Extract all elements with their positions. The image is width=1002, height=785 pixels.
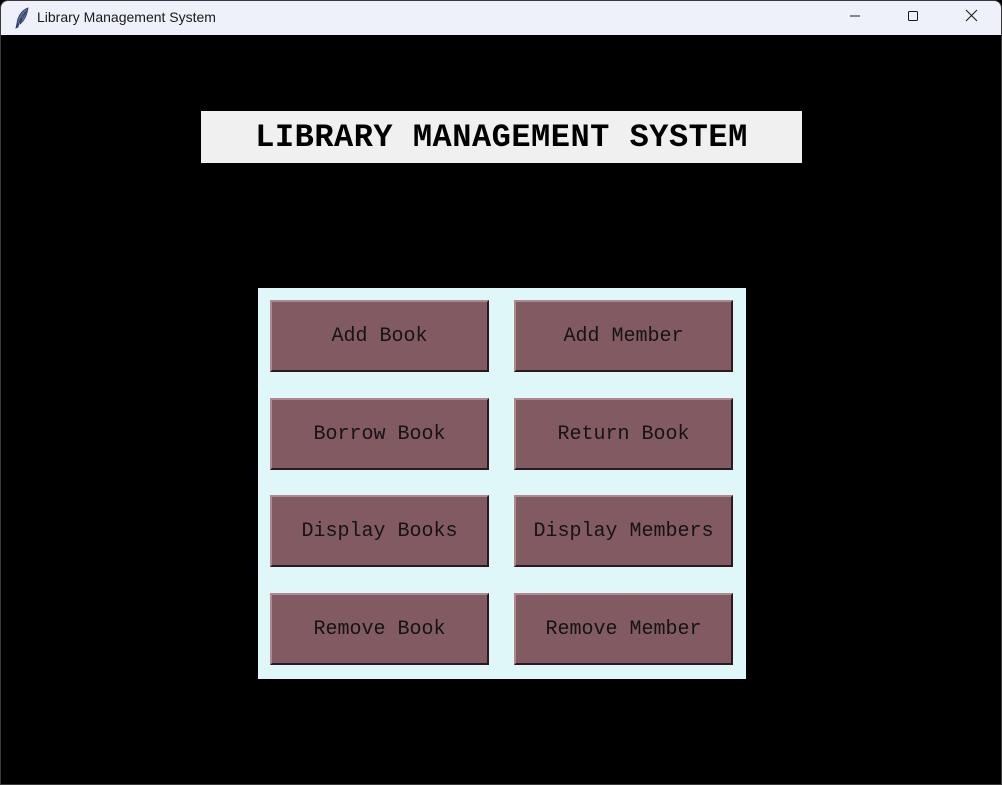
remove-member-button[interactable]: Remove Member <box>514 593 733 665</box>
maximize-button[interactable] <box>884 1 942 35</box>
borrow-book-button[interactable]: Borrow Book <box>270 398 489 470</box>
return-book-button[interactable]: Return Book <box>514 398 733 470</box>
close-icon <box>965 9 978 27</box>
feather-icon <box>13 7 31 29</box>
minimize-button[interactable] <box>826 1 884 35</box>
minimize-icon <box>849 9 861 27</box>
close-button[interactable] <box>942 1 1000 35</box>
display-books-button[interactable]: Display Books <box>270 495 489 567</box>
page-title: LIBRARY MANAGEMENT SYSTEM <box>201 111 802 163</box>
add-member-button[interactable]: Add Member <box>514 300 733 372</box>
display-members-button[interactable]: Display Members <box>514 495 733 567</box>
remove-book-button[interactable]: Remove Book <box>270 593 489 665</box>
title-bar[interactable]: Library Management System <box>1 1 1001 35</box>
window-title: Library Management System <box>37 9 216 25</box>
menu-panel: Add Book Add Member Borrow Book Return B… <box>258 288 746 679</box>
maximize-icon <box>907 9 919 27</box>
add-book-button[interactable]: Add Book <box>270 300 489 372</box>
